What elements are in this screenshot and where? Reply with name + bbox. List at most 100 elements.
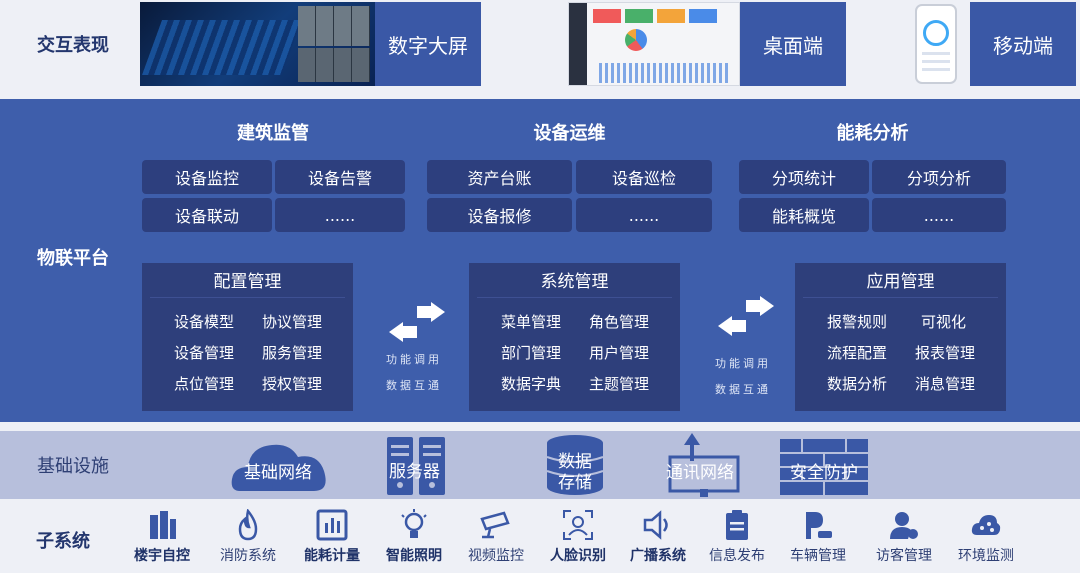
cloud-icon <box>971 515 1001 535</box>
subsystem-face: 人脸识别 <box>538 505 618 573</box>
infra-label: 服务器 <box>389 462 440 482</box>
group-item: 能耗概览 <box>739 198 869 232</box>
group-title-energy: 能耗分析 <box>836 123 909 144</box>
row-label-iot-platform: 物联平台 <box>37 248 109 269</box>
panel-item: 消息管理 <box>915 375 976 393</box>
subsystem-label: 环境监测 <box>958 548 1014 564</box>
panel-item: 主题管理 <box>589 375 650 393</box>
group-item: 资产台账 <box>427 160 572 194</box>
subsystem-label: 访客管理 <box>876 548 932 564</box>
subsystem-environment: 环境监测 <box>946 505 1026 573</box>
subsystem-label: 视频监控 <box>468 548 524 564</box>
visitor-icon <box>890 512 918 539</box>
panel-item: 授权管理 <box>262 375 323 393</box>
desktop-tile: 桌面端 <box>740 2 846 86</box>
group-item: 设备巡检 <box>576 160 712 194</box>
infra-label: 基础网络 <box>244 463 312 483</box>
panel-item: 部门管理 <box>501 344 562 362</box>
group-title-maintenance: 设备运维 <box>533 123 606 144</box>
connector-text: 数据互通 <box>386 379 442 392</box>
big-screen-thumbnail <box>140 2 375 86</box>
server-icon <box>387 437 445 495</box>
group-item: 分项分析 <box>872 160 1006 194</box>
panel-title: 应用管理 <box>866 272 935 292</box>
panel-item: 协议管理 <box>262 313 323 331</box>
infra-storage: 数据 存储 <box>543 431 607 499</box>
big-screen-tile: 数字大屏 <box>375 2 481 86</box>
infra-label: 存储 <box>558 473 592 493</box>
subsystem-label: 智能照明 <box>386 548 442 564</box>
panel-application-management: 应用管理 报警规则 可视化 流程配置 报表管理 数据分析 消息管理 <box>795 263 1006 411</box>
subsystem-label: 信息发布 <box>709 548 765 564</box>
group-item: 设备报修 <box>427 198 572 232</box>
infra-security: 安全防护 <box>780 431 868 499</box>
interaction-row: 交互表现 数字大屏 桌面端 移动端 <box>0 0 1080 88</box>
group-item: ...... <box>576 198 712 232</box>
camera-icon <box>480 511 510 539</box>
panel-system-management: 系统管理 菜单管理 角色管理 部门管理 用户管理 数据字典 主题管理 <box>469 263 680 411</box>
row-label-subsystems: 子系统 <box>36 531 90 552</box>
mobile-tile: 移动端 <box>970 2 1076 86</box>
subsystem-vehicle: 车辆管理 <box>778 505 858 573</box>
desktop-thumbnail <box>568 2 740 86</box>
building-icon <box>150 511 176 539</box>
subsystem-lighting: 智能照明 <box>374 505 454 573</box>
clipboard-icon <box>726 510 748 540</box>
parking-icon <box>806 512 832 539</box>
upload-network-icon <box>668 433 740 497</box>
infra-label: 安全防护 <box>790 463 858 483</box>
panel-item: 服务管理 <box>262 344 323 362</box>
group-item: 设备告警 <box>275 160 405 194</box>
bidirectional-arrow-icon <box>718 296 774 336</box>
subsystem-label: 人脸识别 <box>550 548 606 564</box>
subsystem-label: 消防系统 <box>220 548 276 564</box>
connector-text: 数据互通 <box>715 383 771 396</box>
infra-network: 基础网络 <box>230 431 330 499</box>
row-label-interaction: 交互表现 <box>37 35 109 56</box>
panel-title: 配置管理 <box>213 272 282 292</box>
subsystem-video: 视频监控 <box>456 505 536 573</box>
meter-icon <box>316 509 348 541</box>
group-item: ...... <box>872 198 1006 232</box>
connector-text: 功能调用 <box>715 357 771 370</box>
fire-icon <box>238 509 258 541</box>
infrastructure-row: 基础设施 基础网络 服务器 <box>0 431 1080 499</box>
panel-title: 系统管理 <box>540 272 609 292</box>
group-title-building: 建筑监管 <box>237 123 309 144</box>
bidirectional-arrow-icon <box>389 302 445 342</box>
infra-communication: 通讯网络 <box>664 431 744 499</box>
subsystem-label: 广播系统 <box>630 548 686 564</box>
panel-item: 菜单管理 <box>501 313 562 331</box>
speaker-icon <box>643 510 668 540</box>
panel-config-management: 配置管理 设备模型 协议管理 设备管理 服务管理 点位管理 授权管理 <box>142 263 353 411</box>
database-icon <box>546 435 604 495</box>
panel-item: 报警规则 <box>827 313 888 331</box>
panel-item: 可视化 <box>921 313 967 331</box>
connector-text: 功能调用 <box>386 353 442 366</box>
panel-item: 点位管理 <box>174 375 235 393</box>
subsystem-energy-meter: 能耗计量 <box>292 505 372 573</box>
infra-label: 数据 <box>558 452 592 472</box>
panel-item: 流程配置 <box>827 344 888 362</box>
panel-item: 用户管理 <box>589 344 650 362</box>
network-cloud-icon <box>231 444 326 491</box>
mobile-thumbnail <box>915 4 957 84</box>
firewall-icon <box>780 439 868 495</box>
row-label-infrastructure: 基础设施 <box>37 456 109 477</box>
face-icon <box>563 510 593 540</box>
group-item: 设备联动 <box>142 198 272 232</box>
panel-item: 设备管理 <box>174 344 235 362</box>
bulb-icon <box>401 509 427 538</box>
infra-server: 服务器 <box>385 431 449 499</box>
group-item: 分项统计 <box>739 160 869 194</box>
panel-item: 角色管理 <box>589 313 650 331</box>
iot-platform-row: 物联平台 建筑监管 设备监控 设备告警 设备联动 ...... 设备运维 资产台… <box>0 99 1080 422</box>
subsystem-building-control: 楼宇自控 <box>122 505 202 573</box>
panel-item: 设备模型 <box>174 313 235 331</box>
group-item: ...... <box>275 198 405 232</box>
subsystem-label: 车辆管理 <box>790 548 846 564</box>
subsystem-fire: 消防系统 <box>208 505 288 573</box>
subsystem-broadcast: 广播系统 <box>618 505 698 573</box>
infra-label: 通讯网络 <box>666 463 734 483</box>
